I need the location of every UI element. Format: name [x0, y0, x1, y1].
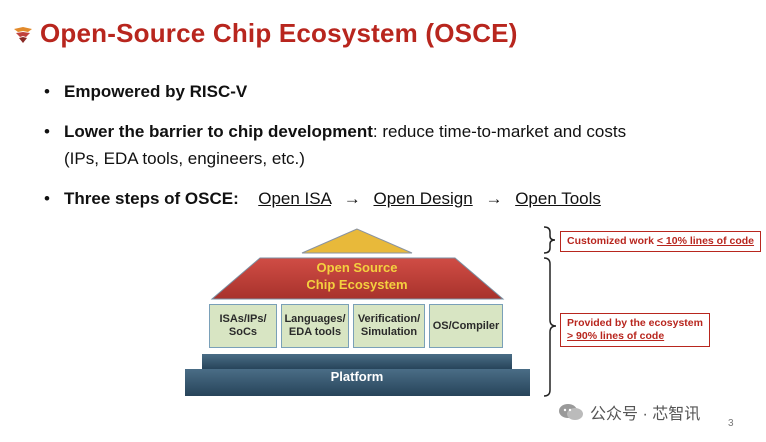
customized-work-text: Customized work [567, 235, 657, 247]
ecosystem-percent: > 90% lines of code [567, 330, 665, 342]
arrow-right-icon: → [485, 189, 503, 208]
pillar-languages-eda: Languages/EDA tools [281, 304, 349, 348]
bullet-steps: Three steps of OSCE: Open ISA → Open Des… [44, 185, 744, 212]
step-open-isa: Open ISA [258, 189, 332, 208]
bullet-2-rest: : reduce time-to-market and costs [372, 122, 627, 141]
pillar-2-line1: Languages/ [284, 313, 346, 325]
ecosystem-box: Provided by the ecosystem > 90% lines of… [560, 313, 710, 347]
customized-work-box: Customized work < 10% lines of code [560, 231, 762, 252]
watermark-text: 公众号 · 芯智讯 [590, 406, 701, 423]
brace-bottom [543, 257, 557, 397]
bullet-risc-v: Empowered by RISC-V [44, 78, 744, 105]
bullet-list: Empowered by RISC-V Lower the barrier to… [44, 78, 744, 225]
roof-label-line1: Open Source [317, 260, 398, 275]
slide-title: Open-Source Chip Ecosystem (OSCE) [40, 18, 518, 48]
ecosystem-text: Provided by the ecosystem [567, 317, 703, 329]
bullet-barrier: Lower the barrier to chip development: r… [44, 118, 744, 172]
pillar-4-line1: OS/Compiler [432, 319, 500, 332]
wechat-icon [559, 404, 583, 420]
bullet-2-bold: Lower the barrier to chip development [64, 122, 373, 141]
platform-label: Platform [331, 369, 384, 384]
platform-base [185, 369, 530, 396]
step-open-design: Open Design [373, 189, 473, 208]
pillar-1-line1: ISAs/IPs/ [219, 313, 267, 325]
brace-top [543, 226, 556, 254]
page-number: 3 [728, 418, 734, 429]
roof [210, 257, 505, 300]
pillar-3-line1: Verification/ [357, 313, 421, 325]
bullet-2-line2: (IPs, EDA tools, engineers, etc.) [64, 149, 305, 168]
platform-upper [202, 354, 512, 369]
pillar-2-line2: EDA tools [288, 326, 342, 338]
title-row: Open-Source Chip Ecosystem (OSCE) [12, 18, 518, 49]
osce-logo-icon [14, 26, 32, 43]
bullet-3-bold: Three steps of OSCE: [64, 189, 239, 208]
pillar-isas-ips-socs: ISAs/IPs/SoCs [209, 304, 277, 348]
arrow-right-icon: → [343, 189, 361, 208]
watermark: 公众号 · 芯智讯 [558, 400, 700, 424]
pillar-verification-simulation: Verification/Simulation [353, 304, 425, 348]
roof-label-line2: Chip Ecosystem [306, 277, 407, 292]
roof-apex [301, 228, 413, 254]
pillar-1-line2: SoCs [228, 326, 258, 338]
pillar-os-compiler: OS/Compiler [429, 304, 503, 348]
customized-work-percent: < 10% lines of code [656, 235, 755, 247]
pillar-3-line2: Simulation [360, 326, 418, 338]
bullet-1-bold: Empowered by RISC-V [64, 82, 248, 101]
step-open-tools: Open Tools [515, 189, 601, 208]
